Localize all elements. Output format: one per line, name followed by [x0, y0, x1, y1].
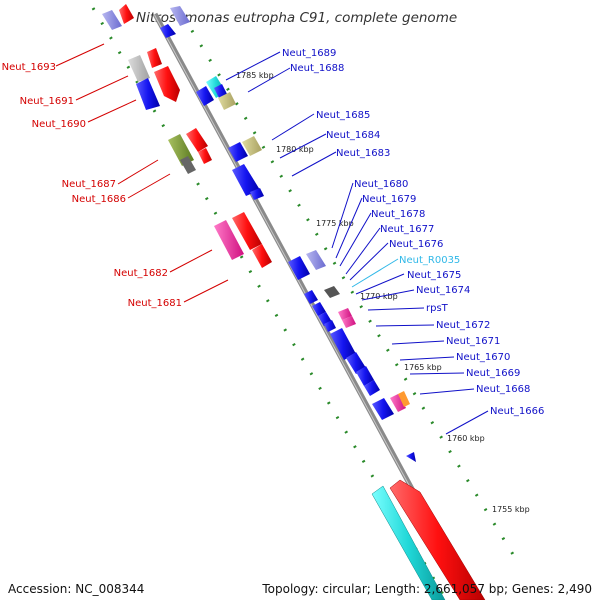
- gene-feature: [128, 55, 150, 82]
- gene-feature: [136, 78, 160, 110]
- gene-feature: [186, 128, 208, 152]
- gene-feature: [324, 320, 336, 332]
- gene-label: Neut_1668: [476, 384, 530, 395]
- gene-feature: [119, 4, 134, 24]
- gene-features-right: [196, 76, 416, 462]
- gene-feature: [170, 6, 190, 26]
- kbp-tick: 1755 kbp: [492, 505, 530, 514]
- gene-feature: [342, 316, 356, 328]
- gene-label: Neut_1671: [446, 336, 500, 347]
- gene-label: Neut_1688: [290, 63, 344, 74]
- gene-label: Neut_1676: [389, 239, 443, 250]
- left-leader-lines: [55, 43, 229, 303]
- gene-feature: [364, 380, 380, 396]
- gene-label: Neut_1685: [316, 110, 370, 121]
- gene-feature: [356, 366, 374, 386]
- gene-features-left: [102, 4, 272, 268]
- gene-feature: [196, 86, 214, 106]
- gene-label: Neut_1677: [380, 224, 434, 235]
- gene-feature: [330, 328, 356, 360]
- gene-label: Neut_1682: [114, 268, 168, 279]
- gene-label: Neut_1666: [490, 406, 544, 417]
- kbp-tick: 1785 kbp: [236, 71, 274, 80]
- right-gene-labels: Neut_1689 Neut_1688 Neut_1685 Neut_1684 …: [282, 48, 544, 417]
- gene-feature: [306, 250, 326, 270]
- gene-feature: [102, 10, 122, 30]
- gene-feature: [338, 308, 352, 320]
- gene-label: Neut_1686: [72, 194, 126, 205]
- gene-feature: [250, 188, 264, 200]
- gene-feature: [372, 398, 394, 420]
- gene-feature: [242, 136, 262, 156]
- outer-tick-guide: [181, 15, 516, 557]
- gene-feature: [218, 92, 236, 110]
- gene-label: Neut_1681: [128, 298, 182, 309]
- gene-feature: [180, 156, 196, 174]
- gene-label: Neut_1680: [354, 179, 408, 190]
- gene-label: rpsT: [426, 303, 449, 314]
- gene-feature: [160, 24, 176, 38]
- gene-feature: [232, 164, 260, 196]
- gene-label: Neut_1689: [282, 48, 336, 59]
- kbp-ticks: 1785 kbp 1780 kbp 1775 kbp 1770 kbp 1765…: [236, 71, 530, 514]
- gene-label: Neut_1675: [407, 270, 461, 281]
- gene-label: Neut_1669: [466, 368, 520, 379]
- kbp-tick: 1765 kbp: [404, 363, 442, 372]
- gene-label: Neut_1684: [326, 130, 380, 141]
- gene-feature: [406, 452, 416, 462]
- gene-feature: [390, 394, 406, 412]
- gene-label: Neut_1683: [336, 148, 390, 159]
- accession-text: Accession: NC_008344: [8, 582, 145, 596]
- gene-feature: [288, 256, 310, 280]
- gene-feature: [154, 66, 180, 102]
- gene-label: Neut_1693: [2, 62, 56, 73]
- gene-feature: [147, 48, 162, 68]
- kbp-tick: 1760 kbp: [447, 434, 485, 443]
- topology-text: Topology: circular; Length: 2,661,057 bp…: [262, 582, 592, 596]
- gene-label: Neut_1678: [371, 209, 425, 220]
- kbp-tick: 1780 kbp: [276, 145, 314, 154]
- gene-feature: [346, 352, 366, 374]
- gene-feature-large-red: [389, 479, 486, 600]
- left-gene-labels: Neut_1693 Neut_1691 Neut_1690 Neut_1687 …: [2, 62, 182, 309]
- gene-feature-large-cyan: [371, 485, 446, 600]
- gene-label: Neut_1670: [456, 352, 510, 363]
- gene-label: Neut_1674: [416, 285, 470, 296]
- gene-label: Neut_1691: [20, 96, 74, 107]
- gene-label: Neut_1672: [436, 320, 490, 331]
- gene-feature: [398, 391, 410, 407]
- gene-label: Neut_1679: [362, 194, 416, 205]
- gene-feature: [324, 286, 340, 298]
- map-title: Nitrosomonas eutropha C91, complete geno…: [136, 10, 457, 26]
- gene-feature: [252, 244, 272, 268]
- kbp-tick: 1775 kbp: [316, 219, 354, 228]
- gene-label: Neut_1690: [32, 119, 86, 130]
- gene-feature: [198, 148, 212, 164]
- gene-label: Neut_R0035: [399, 255, 460, 266]
- right-leader-lines: [225, 51, 489, 435]
- rna-leader-line: [351, 258, 399, 288]
- gene-label: Neut_1687: [62, 179, 116, 190]
- gene-feature: [228, 142, 248, 162]
- gene-feature: [232, 212, 262, 250]
- gene-feature: [312, 302, 326, 316]
- gene-feature: [214, 220, 244, 260]
- gene-feature: [304, 290, 318, 304]
